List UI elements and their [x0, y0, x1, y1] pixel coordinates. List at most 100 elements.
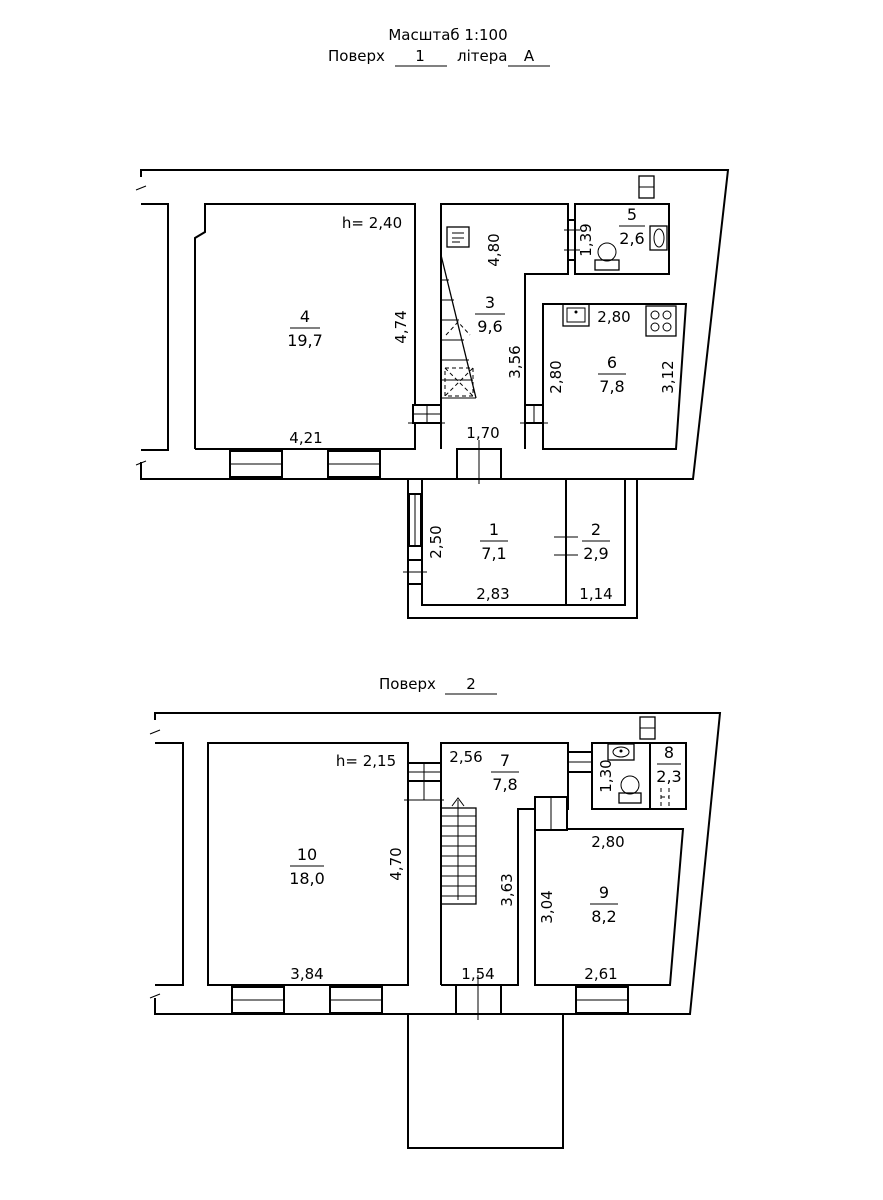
floor1-plan: h= 2,40 4 19,7 3 9,6 5 2,6 6 7,8 1 7,1 2	[135, 169, 730, 619]
floor2-window-2	[329, 986, 383, 1014]
svg-text:7: 7	[500, 751, 510, 770]
dim-r9-width: 2,61	[584, 965, 617, 983]
svg-text:5: 5	[627, 205, 637, 224]
room-10-walls	[207, 742, 409, 986]
floor2-left-niche	[155, 742, 184, 986]
room-9-label: 9 8,2	[590, 883, 618, 926]
floor2-toilet-icon	[618, 775, 642, 804]
kitchen-sink-icon	[562, 303, 590, 327]
svg-text:9,6: 9,6	[477, 317, 502, 336]
floor2-window-3	[575, 986, 629, 1014]
svg-text:7,8: 7,8	[492, 775, 517, 794]
floor1-number: 1	[415, 47, 425, 65]
dim-r2-width: 1,14	[579, 585, 612, 603]
toilet-icon	[594, 242, 620, 271]
svg-text:18,0: 18,0	[289, 869, 325, 888]
svg-text:8: 8	[664, 743, 674, 762]
room-4-label: 4 19,7	[287, 307, 323, 350]
dim-r3-width: 1,70	[466, 424, 499, 442]
floor2-stairs-icon	[440, 797, 477, 905]
room-9-walls	[534, 828, 685, 986]
floor2-sink-icon	[607, 743, 635, 761]
svg-text:2,9: 2,9	[583, 544, 608, 563]
floor1-left-niche	[141, 203, 169, 451]
dim-r6-top: 2,80	[597, 308, 630, 326]
floor2-plan: h= 2,15 10 18,0 7 7,8 8 2,3 9 8,2 3,84 4…	[149, 712, 722, 1149]
annex-outer-wall	[407, 478, 638, 619]
dim-r7-top: 2,56	[449, 748, 482, 766]
svg-text:4: 4	[300, 307, 310, 326]
room-3-walls	[440, 203, 569, 449]
floor2-lower-annex	[407, 1014, 564, 1149]
dim-r10-width: 3,84	[290, 965, 323, 983]
svg-text:8,2: 8,2	[591, 907, 616, 926]
dim-r3-upper: 4,80	[485, 233, 503, 266]
dim-r1-side: 2,50	[427, 525, 445, 558]
stove-icon	[645, 305, 677, 337]
floor1-window-1	[229, 450, 283, 478]
dim-r4-width: 4,21	[289, 429, 322, 447]
room-5-label: 5 2,6	[619, 205, 645, 248]
floor1-outer-wall	[140, 169, 730, 480]
floor2-door-room10-room7	[404, 762, 444, 801]
floor1-door-room3-room5	[564, 219, 580, 261]
dim-r7-width: 1,54	[461, 965, 494, 983]
floor2-word: Поверх	[379, 675, 436, 693]
dim-r8-length: 1,30	[597, 759, 615, 792]
svg-text:3: 3	[485, 293, 495, 312]
scale-label: Масштаб 1:100	[388, 26, 507, 44]
room-2-label: 2 2,9	[582, 520, 610, 563]
floor1-word: Поверх	[328, 47, 385, 65]
floor1-door-room4-room3	[408, 404, 445, 424]
floor1-height-label: h= 2,40	[342, 214, 402, 232]
drawing-header: Масштаб 1:100 Поверх 1 літера А	[328, 26, 550, 67]
room-10-label: 10 18,0	[289, 845, 325, 888]
dim-r6-right: 3,12	[659, 360, 677, 393]
room-6-label: 6 7,8	[598, 353, 626, 396]
floor2-number: 2	[466, 675, 476, 693]
svg-text:2: 2	[591, 520, 601, 539]
room-4-walls	[194, 203, 416, 450]
svg-text:6: 6	[607, 353, 617, 372]
sink-icon	[649, 225, 668, 251]
floor1-stairs-icon	[440, 254, 477, 399]
annex-side-door	[403, 559, 427, 585]
floor2-door-balcony	[455, 975, 502, 1020]
dim-r5-length: 1,39	[577, 223, 595, 256]
floor2-door-room7-room9	[534, 796, 568, 831]
litera-value: А	[524, 47, 535, 65]
room-1-room-2-door	[554, 524, 578, 568]
floor2-height-label: h= 2,15	[336, 752, 396, 770]
svg-text:7,1: 7,1	[481, 544, 506, 563]
room-3-label: 3 9,6	[475, 293, 505, 336]
floor1-door-entrance	[456, 440, 502, 484]
floor2-shower-icon	[660, 788, 670, 806]
floor2-door-room7-bath	[567, 751, 593, 773]
litera-word: літера	[457, 47, 507, 65]
dim-r1-width: 2,83	[476, 585, 509, 603]
dim-r3-lower: 3,56	[506, 345, 524, 378]
dim-r6-left: 2,80	[547, 360, 565, 393]
room-6-walls	[542, 303, 688, 450]
dim-r10-length: 4,70	[387, 847, 405, 880]
floor1-door-room3-room6	[520, 404, 548, 424]
room-7-label: 7 7,8	[491, 751, 519, 794]
room-8-walls	[591, 742, 687, 810]
svg-text:1: 1	[489, 520, 499, 539]
svg-text:2,6: 2,6	[619, 229, 644, 248]
floor2-header: Поверх 2	[379, 675, 497, 695]
svg-text:10: 10	[297, 845, 317, 864]
dim-r9-left: 3,04	[538, 890, 556, 923]
svg-text:2,3: 2,3	[656, 767, 681, 786]
svg-text:7,8: 7,8	[599, 377, 624, 396]
dim-r4-length: 4,74	[392, 310, 410, 343]
floor2-window-1	[231, 986, 285, 1014]
dim-r7-length: 3,63	[498, 873, 516, 906]
svg-text:9: 9	[599, 883, 609, 902]
room-1-label: 1 7,1	[480, 520, 508, 563]
room-8-label: 8 2,3	[656, 743, 681, 786]
boiler-icon	[446, 226, 470, 248]
floor2-outer-wall	[154, 712, 722, 1015]
svg-text:19,7: 19,7	[287, 331, 323, 350]
